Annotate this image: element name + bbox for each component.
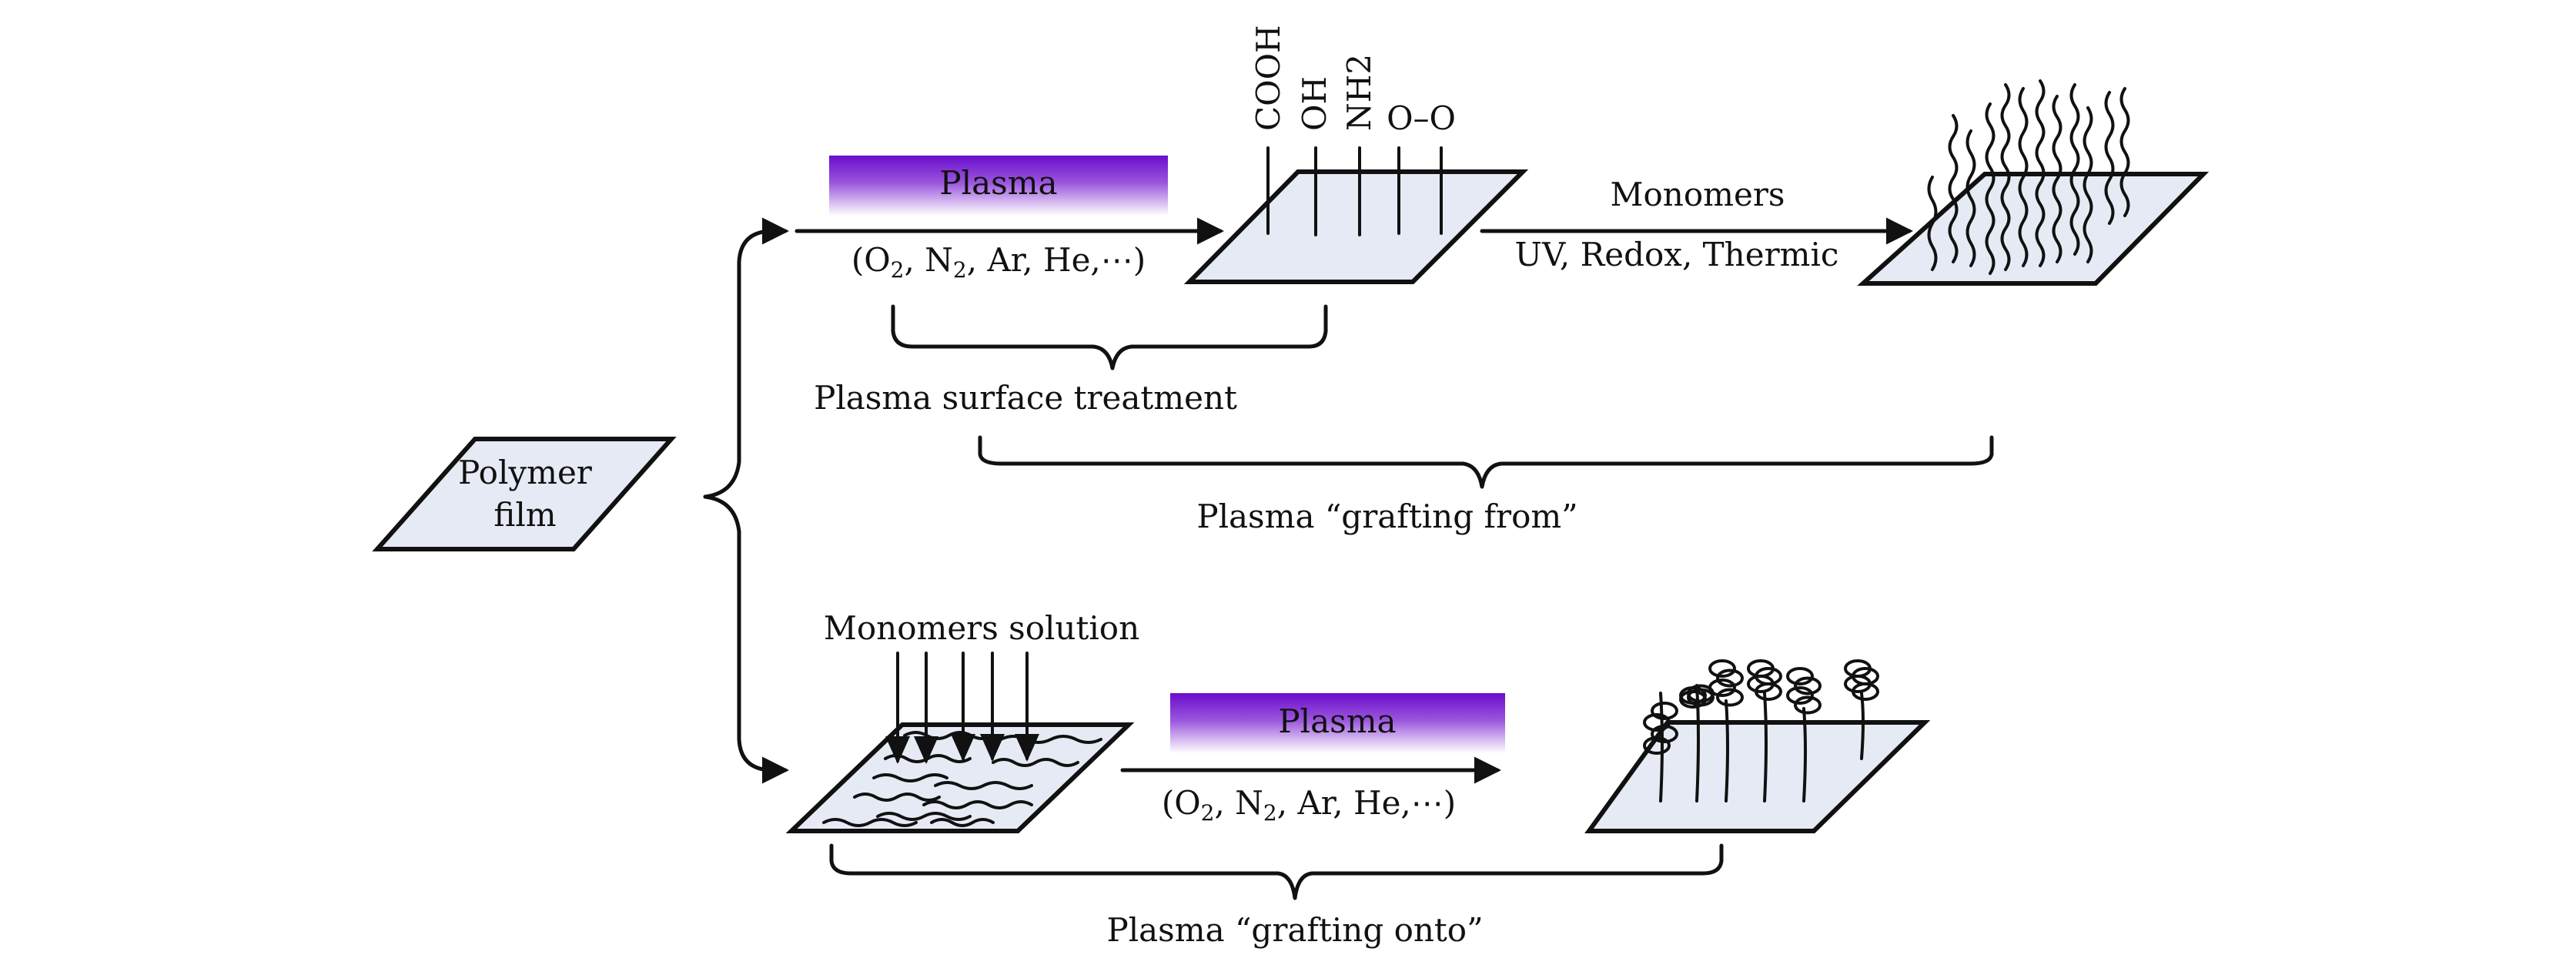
monomer-squiggle (922, 800, 1033, 809)
coil-loop (1794, 695, 1822, 715)
grafted-from-surface-shape (1857, 172, 2210, 286)
coil-loop (1716, 668, 1744, 688)
polymer-brush-chain (1985, 102, 1996, 275)
brace-grafting-onto: Plasma “grafting onto” (829, 843, 1724, 949)
monomer-squiggle (822, 818, 918, 827)
coil-loop (1643, 713, 1671, 732)
monomers-step: Monomers UV, Redox, Thermic (1480, 176, 1913, 273)
gas-label-bottom: (O2, N2, Ar, He,⋯) (1162, 784, 1456, 826)
coil-stem (1763, 692, 1768, 803)
coil-stem (1659, 692, 1664, 803)
coil-loop (1786, 686, 1814, 705)
split-brace-lower (703, 494, 789, 784)
coil-loop (1651, 725, 1678, 743)
monomer-squiggle (992, 758, 1079, 767)
top-plasma-step: Plasma (O2, N2, Ar, He,⋯) (795, 156, 1224, 283)
polymer-brush-chain (2119, 87, 2130, 217)
monomer-squiggle (930, 818, 995, 827)
monomers-label: Monomers (1611, 176, 1785, 213)
gas-label-top: (O2, N2, Ar, He,⋯) (851, 241, 1146, 283)
monomer-squiggle (903, 731, 995, 740)
grafted-onto-surface (1584, 659, 1931, 833)
brace-surface-treatment: Plasma surface treatment (814, 304, 1328, 417)
coil-stem (1860, 692, 1865, 760)
coil-loop (1786, 667, 1814, 685)
coil-loop (1755, 682, 1782, 701)
polymer-brush-chain (2104, 91, 2115, 225)
coil-loop (1651, 702, 1678, 720)
grafted-from-surface (1857, 79, 2210, 286)
polymer-brush-chain (2035, 79, 2046, 267)
coil-stem (1725, 699, 1729, 803)
split-brace (703, 217, 789, 784)
group-label-oh: OH (1296, 76, 1333, 131)
group-label-cooh: COOH (1250, 25, 1287, 131)
conditions-label: UV, Redox, Thermic (1515, 236, 1839, 273)
coil-loop (1794, 676, 1822, 695)
polymer-brush-chain (1927, 176, 1938, 271)
coil-loop (1852, 682, 1879, 701)
coil-stem (1695, 684, 1700, 803)
functional-group-sticks (1266, 146, 1443, 236)
polymer-brush-chain (1965, 129, 1976, 267)
polymer-brush-chain (2018, 87, 2029, 267)
coil-loop (1643, 736, 1671, 755)
monomer-coated-surface: Monomers solution (785, 609, 1139, 833)
polymer-brush-chain (1948, 114, 1959, 263)
monomer-squiggle (853, 792, 941, 802)
grafting-onto-label: Plasma “grafting onto” (1106, 911, 1483, 949)
polymer-coils (1643, 659, 1879, 803)
polymer-brush-chain (2052, 95, 2062, 263)
polymer-film-node: Polymer film (372, 437, 677, 551)
coil-loop (1708, 659, 1736, 678)
activated-surface: COOH OH NH2 O–O (1183, 25, 1529, 284)
brace-grafting-onto-shape (829, 843, 1724, 900)
plasma-label-top: Plasma (939, 164, 1057, 202)
coil-loop (1716, 688, 1744, 707)
polymer-brush-chain (2000, 83, 2011, 271)
brace-grafting-from-shape (978, 435, 1994, 489)
plasma-label-bottom: Plasma (1278, 702, 1396, 740)
plasma-box-bottom (1170, 693, 1505, 753)
plasma-box-top (829, 156, 1168, 216)
polymer-film-label-line2: film (493, 496, 556, 534)
brace-grafting-from: Plasma “grafting from” (978, 435, 1994, 535)
coil-stem (1802, 707, 1807, 803)
group-label-nh2: NH2 (1340, 54, 1378, 131)
brace-surface-treatment-shape (891, 304, 1328, 370)
coil-loop (1708, 679, 1736, 697)
monomer-coated-surface-shape (785, 722, 1135, 833)
bottom-plasma-step: Plasma (O2, N2, Ar, He,⋯) (1120, 693, 1505, 826)
surface-treatment-label: Plasma surface treatment (814, 379, 1237, 417)
activated-surface-shape (1183, 169, 1529, 284)
group-label-oo: O–O (1387, 99, 1456, 137)
grafted-onto-surface-shape (1584, 720, 1931, 833)
monomers-solution-label: Monomers solution (824, 609, 1139, 647)
monomer-squiggle (876, 812, 972, 821)
grafting-from-label: Plasma “grafting from” (1196, 498, 1577, 535)
monomer-squiggle (934, 781, 1033, 790)
polymer-brush-chain (2069, 83, 2080, 256)
split-brace-upper (703, 217, 789, 499)
polymer-film-shape (372, 437, 677, 551)
monomer-squiggle (872, 773, 948, 782)
polymer-brushes-straight (1927, 79, 2130, 275)
monomer-deposition-arrows (885, 652, 1039, 764)
polymer-film-label-line1: Polymer (458, 454, 593, 491)
polymer-brush-chain (2083, 106, 2093, 263)
